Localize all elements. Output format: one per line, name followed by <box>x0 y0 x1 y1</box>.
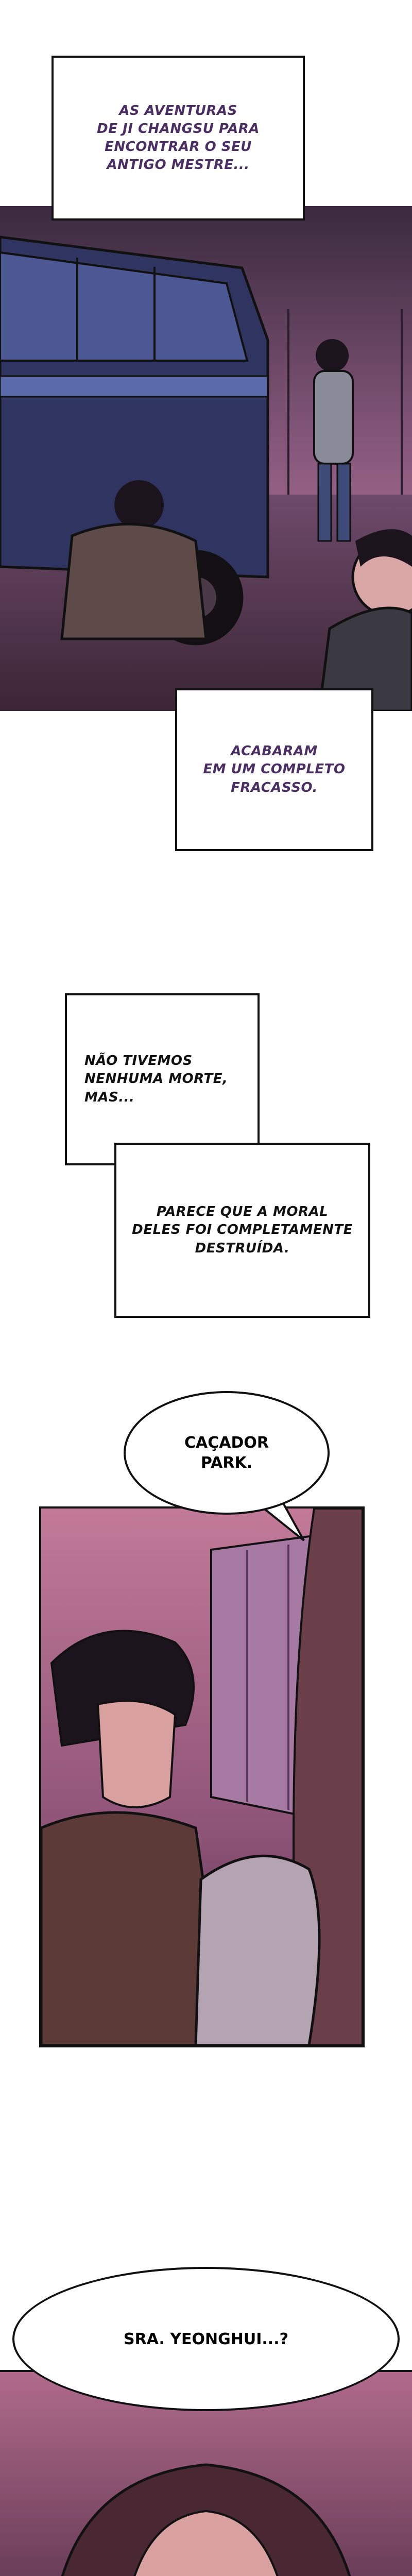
narration-caption-1: AS AVENTURAS DE JI CHANGSU PARA ENCONTRA… <box>52 56 305 221</box>
narration-caption-3: NÃO TIVEMOS NENHUMA MORTE, MAS... <box>65 993 260 1165</box>
panel-hunter-park <box>39 1506 365 2047</box>
bus-scene-illustration <box>0 206 412 711</box>
speech-bubble-2: SRA. YEONGHUI...? <box>12 2267 400 2411</box>
narration-caption-4: PARECE QUE A MORAL DELES FOI COMPLETAMEN… <box>114 1143 370 1318</box>
speech-bubble-1: CAÇADOR PARK. <box>124 1391 330 1515</box>
hunter-park-illustration <box>41 1509 363 2045</box>
speech-bubble-1-wrapper: CAÇADOR PARK. <box>118 1391 335 1546</box>
panel-bus-scene <box>0 206 412 711</box>
narration-caption-2: ACABARAM EM UM COMPLETO FRACASSO. <box>175 688 373 851</box>
